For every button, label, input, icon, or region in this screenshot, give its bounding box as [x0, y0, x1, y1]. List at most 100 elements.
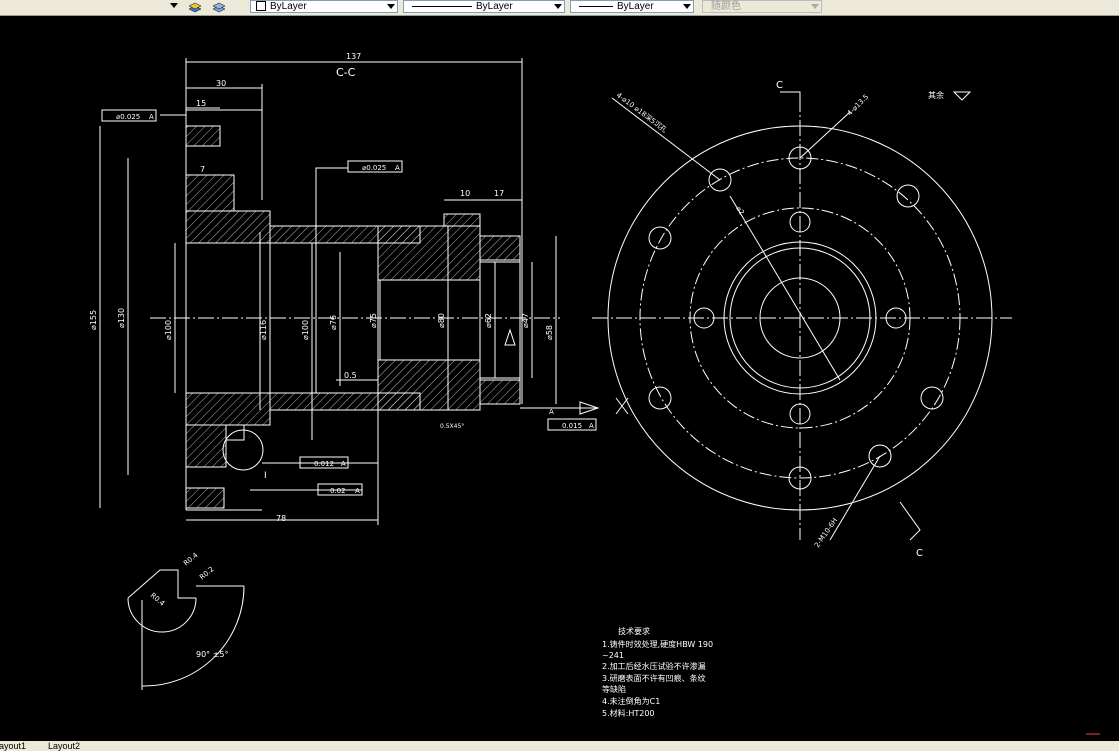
tol-value-3: 0.012 — [314, 460, 334, 468]
color-swatch-icon — [256, 1, 266, 12]
section-view — [99, 58, 600, 525]
hatch-regions — [185, 125, 521, 509]
cut-label-bottom: C — [916, 548, 923, 559]
dim-137: 137 — [346, 52, 361, 61]
section-label: C-C — [336, 66, 356, 79]
dim-05: 0.5 — [344, 371, 357, 380]
dim-100b: ⌀100 — [301, 320, 310, 340]
hole-note-3: 2-M10-6H — [813, 517, 839, 550]
dim-116: ⌀116 — [259, 320, 268, 340]
cross-mark — [615, 397, 629, 415]
dim-10: 10 — [460, 189, 470, 198]
tol-datum-2: A — [395, 164, 400, 172]
bore-lines — [218, 242, 420, 394]
tol-datum-5: A — [589, 422, 594, 430]
hole-inner-right — [885, 307, 907, 329]
layer-stack-icon[interactable] — [188, 1, 202, 13]
hole-note-2: 4-⌀13.5 — [846, 93, 871, 118]
dim-78: 78 — [276, 514, 286, 523]
hole-leader3 — [829, 455, 881, 541]
hatch-nose-top — [479, 235, 521, 261]
hole-leader2 — [799, 111, 851, 159]
dim-155: ⌀155 — [89, 310, 98, 330]
linetype-preview-icon — [412, 5, 472, 7]
notes-title: 技术要求 — [618, 626, 650, 636]
dim-130: ⌀130 — [117, 308, 126, 328]
linetype-dropdown[interactable]: ByLayer — [403, 0, 565, 13]
hole-bl — [648, 386, 672, 410]
hole-br2 — [868, 444, 892, 468]
tol-frame-1 — [101, 109, 157, 122]
datum-arrow-icon — [579, 401, 600, 415]
hole-bottom — [788, 466, 812, 490]
dim-15: 15 — [196, 99, 206, 108]
cut-mark-top — [780, 91, 801, 100]
lineweight-value: ByLayer — [617, 1, 654, 12]
detail-profile — [127, 569, 196, 599]
detail-view — [127, 569, 245, 690]
hole-note-1: 4-⌀10 ⌀18深5沉孔 — [615, 90, 669, 134]
tol-frame-5 — [547, 418, 597, 431]
tab-layout2[interactable]: Layout2 — [48, 741, 81, 751]
dim-r02: R0.2 — [198, 565, 215, 581]
lineweight-dropdown[interactable]: ByLayer — [570, 0, 694, 13]
dim-75: ⌀75 — [369, 313, 378, 328]
datum-label: A — [549, 408, 554, 416]
inner-bore — [377, 279, 481, 361]
end-view — [592, 91, 1012, 541]
hole-inner-left — [693, 307, 715, 329]
dim-47: ⌀47 — [521, 313, 530, 328]
dim-7: 7 — [200, 165, 205, 174]
chevron-down-icon — [170, 3, 178, 8]
cut-mark-bottom — [899, 501, 921, 541]
color-value: ByLayer — [270, 1, 307, 12]
notes-line: 2.加工后经水压试验不许渗漏 — [602, 661, 706, 671]
rest-note: 其余 — [928, 90, 944, 100]
plotstyle-value: 随颜色 — [711, 1, 741, 12]
dim-100: ⌀100 — [164, 320, 173, 340]
hatch-flange-top2 — [185, 174, 235, 212]
dim-58: ⌀58 — [545, 325, 554, 340]
linetype-value: ByLayer — [476, 1, 513, 12]
hole-tr — [896, 184, 920, 208]
dim-diameter-2: ⌀2 — [734, 205, 745, 217]
angle-dim: 90° ±5° — [196, 650, 229, 659]
tol-datum-3: A — [341, 460, 346, 468]
notes-line: 等缺陷 — [602, 684, 626, 694]
tol-frame-3 — [299, 456, 349, 469]
notes-line: 1.铸件时效处理,硬度HBW 190 — [602, 639, 713, 649]
hole-tl — [648, 226, 672, 250]
tol-leader-top — [315, 167, 348, 243]
properties-toolbar: ByLayer ByLayer ByLayer 随颜色 — [0, 0, 1119, 16]
hole-leader1 — [611, 97, 721, 181]
detail-label: I — [264, 471, 267, 481]
hole-inner-bottom — [789, 403, 811, 425]
tol-value-2: ⌀0.025 — [362, 164, 386, 172]
drawing-canvas[interactable]: C-C 137 30 15 78 10 17 7 0.5 ⌀155 ⌀130 ⌀… — [0, 16, 1119, 741]
color-dropdown[interactable]: ByLayer — [250, 0, 398, 13]
groove-detail — [226, 424, 245, 441]
tol-frame-2 — [347, 160, 403, 173]
notes-line: 3.研磨表面不许有凹痕、条纹 — [602, 673, 706, 683]
tol-value-1: ⌀0.025 — [116, 113, 140, 121]
hatch-flange-bottom2 — [185, 487, 225, 509]
hole-top — [788, 146, 812, 170]
roughness-rest-icon — [952, 91, 972, 101]
dim-17: 17 — [494, 189, 504, 198]
detail-circle — [222, 429, 264, 471]
hole-br — [920, 386, 944, 410]
detail-arc — [127, 597, 197, 633]
dim-62: ⌀62 — [484, 313, 493, 328]
tab-layout1[interactable]: Layout1 — [0, 741, 27, 751]
layer-dropdown[interactable] — [0, 0, 182, 13]
angle-arc — [141, 585, 245, 687]
plotstyle-dropdown[interactable]: 随颜色 — [702, 0, 822, 13]
layer-previous-icon[interactable] — [212, 1, 226, 13]
tol-frame-4 — [317, 483, 363, 496]
diameter-leader — [729, 195, 841, 381]
dim-chamfer: 0.5X45° — [440, 423, 464, 430]
tol-datum-1: A — [149, 113, 154, 121]
tol-value-4: 0.02 — [330, 487, 346, 495]
hatch-bore-top — [377, 225, 481, 281]
hole-inner-top — [789, 211, 811, 233]
